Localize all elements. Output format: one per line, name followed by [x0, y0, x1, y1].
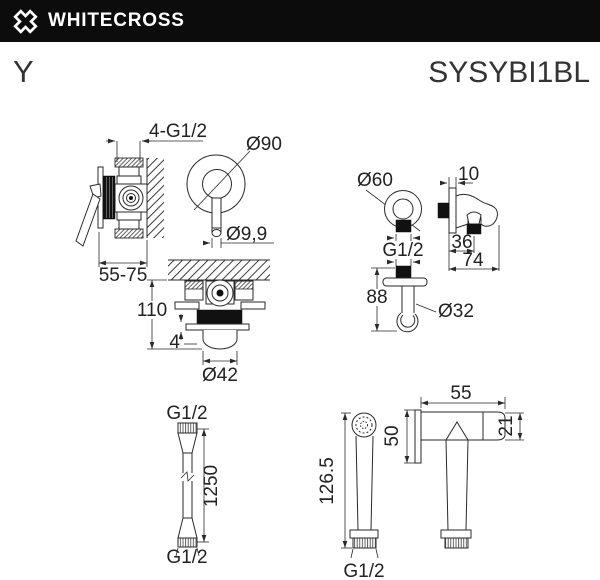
mounting-ear [240, 301, 266, 310]
dim-label-plate-thickness: 4 [169, 332, 180, 353]
diagram-outlet-side: 10 36 74 [437, 164, 500, 272]
dim-label-hook-diameter: Ø32 [438, 301, 474, 322]
diagram-mixer-section: 110 4 Ø42 [137, 259, 270, 386]
spray-head [351, 412, 377, 438]
hose-nut-bottom [177, 537, 198, 548]
dim-label-head-length: 55 [450, 383, 471, 404]
holder-flange [382, 277, 428, 287]
mixer-lever [75, 193, 101, 247]
dim-label-handshower-height: 126.5 [317, 457, 338, 505]
dim-label-outlet-diameter: Ø60 [357, 170, 393, 191]
dim-label-face-height: 50 [382, 425, 403, 446]
diagram-handshower-side: 55 21 50 [382, 383, 524, 549]
hose-break-mark [180, 471, 195, 482]
dim-label-nozzle-height: 21 [496, 415, 517, 436]
handle-rod [211, 197, 222, 233]
dim-label-handle-diameter: Ø9,9 [226, 224, 267, 245]
dim-label-outlet-thread: G1/2 [382, 240, 423, 261]
whitecross-x-icon [13, 8, 38, 34]
diagram-hose: G1/2 1250 G1/2 [166, 403, 222, 568]
diagram-mixer-face: Ø90 Ø9,9 [186, 134, 282, 248]
dim-label-mixer-ports: 4-G1/2 [149, 121, 207, 142]
head-face-plate [414, 409, 422, 464]
dim-label-section-height: 110 [137, 300, 167, 321]
dim-label-handshower-thread: G1/2 [343, 561, 384, 580]
dim-label-hose-thread-top: G1/2 [166, 403, 207, 424]
handle-sleeve [102, 175, 116, 220]
spout-dome [202, 330, 238, 350]
diagram-mixer-side: 4-G1/2 55-75 [75, 121, 207, 286]
model-number: SYSYBI1BL [428, 56, 590, 89]
nozzle-cap [482, 411, 506, 441]
wall-hatch [147, 158, 164, 238]
mounting-ear [174, 301, 200, 310]
dim-label-hose-thread-bottom: G1/2 [166, 547, 207, 568]
dim-label-holder-height: 88 [366, 287, 387, 308]
wall-section-hatch [168, 260, 270, 280]
series-label: Y [13, 54, 34, 89]
diagram-holder-front: 88 Ø32 [363, 265, 474, 333]
dim-label-hook-offset: 36 [451, 232, 472, 253]
dim-label-plate-diameter: Ø90 [246, 134, 282, 155]
holder-hook [396, 312, 419, 333]
dim-label-hose-length: 1250 [201, 465, 222, 507]
hose-nut-top [177, 422, 198, 434]
brand-name: WHITECROSS [48, 10, 185, 31]
diagram-handshower-front: 126.5 G1/2 [317, 412, 385, 580]
trim-ring [196, 309, 243, 325]
dim-label-spout-diameter: Ø42 [202, 365, 238, 386]
outlet-thread [395, 219, 412, 233]
dim-label-mixer-depth: 55-75 [99, 265, 148, 286]
diagram-outlet-face: Ø60 G1/2 [357, 170, 424, 266]
brand-header: WHITECROSS [0, 0, 600, 42]
escutcheon [185, 323, 250, 331]
wall-plate [448, 187, 457, 234]
dim-label-plate-thickness-10: 10 [458, 164, 479, 185]
dim-label-outlet-depth: 74 [462, 250, 484, 271]
handshower-thread [352, 537, 377, 549]
